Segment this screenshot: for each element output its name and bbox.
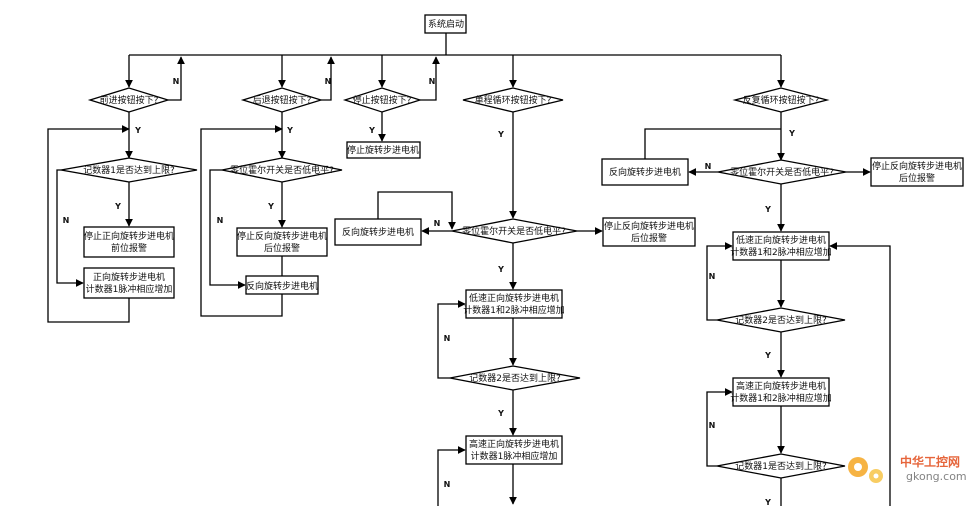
col3-stop-label: 停止旋转步进电机 <box>347 144 419 156</box>
yes-label: Y <box>497 265 504 274</box>
single-loop-decision <box>462 87 564 113</box>
yes-label: Y <box>764 205 771 214</box>
repeat-loop-decision-label: 反复循环按钮按下? <box>743 94 820 106</box>
no-label: N <box>709 272 716 281</box>
no-label: N <box>444 480 451 489</box>
col1-run-box <box>83 267 175 299</box>
no-label: N <box>705 162 712 171</box>
col2-hall-decision <box>221 157 343 183</box>
col5-low-line1: 低速正向旋转步进电机 <box>736 234 826 246</box>
col4-high-line2: 计数器1脉冲相应增加 <box>471 450 558 462</box>
col5-high-line1: 高速正向旋转步进电机 <box>736 380 826 392</box>
col1-run-line2: 计数器1脉冲相应增加 <box>86 283 173 295</box>
col4-low-line1: 低速正向旋转步进电机 <box>469 292 559 304</box>
watermark-url: gkong.com <box>906 470 967 483</box>
col4-alarm-line2: 后位报警 <box>631 232 667 244</box>
yes-label: Y <box>764 351 771 360</box>
no-label: N <box>429 77 436 86</box>
col4-counter2-decision <box>449 365 581 391</box>
col4-alarm-line1: 停止反向旋转步进电机 <box>604 220 694 232</box>
col4-alarm-box <box>602 217 696 247</box>
col2-run-label: 反向旋转步进电机 <box>246 280 318 292</box>
col5-hall-label: 零位霍尔开关是否低电平? <box>730 166 834 178</box>
stop-decision-label: 停止按钮按下? <box>353 94 412 106</box>
col2-hall-label: 零位霍尔开关是否低电平? <box>230 164 334 176</box>
col1-stop-line1: 停止正向旋转步进电机 <box>84 230 174 242</box>
yes-label: Y <box>764 498 771 506</box>
col5-reverse-box <box>601 158 689 186</box>
col5-low-speed-box <box>732 231 830 261</box>
col2-stop-line2: 后位报警 <box>264 242 300 254</box>
col4-high-speed-box <box>465 435 563 465</box>
yes-label: Y <box>134 126 141 135</box>
backward-decision-label: 后退按钮按下? <box>253 94 312 106</box>
no-label: N <box>63 216 70 225</box>
watermark: 中华工控网 gkong.com <box>848 454 967 483</box>
counter1-decision <box>60 157 198 183</box>
yes-label: Y <box>267 202 274 211</box>
col4-counter2-label: 记数器2是否达到上限? <box>469 372 561 384</box>
col4-reverse-box <box>334 218 422 246</box>
col1-counter-label: 记数器1是否达到上限? <box>83 164 175 176</box>
col2-stop-box <box>236 227 328 257</box>
col1-stop-line2: 前位报警 <box>111 242 147 254</box>
repeat-loop-decision <box>732 87 830 113</box>
col4-low-speed-box <box>465 289 563 319</box>
col5-high-line2: 计数器1和2脉冲相应增加 <box>730 392 831 404</box>
col1-stop-box <box>83 226 175 258</box>
no-label: N <box>217 216 224 225</box>
col4-hall-label: 零位霍尔开关是否低电平? <box>462 225 566 237</box>
yes-label: Y <box>368 126 375 135</box>
watermark-name: 中华工控网 <box>900 454 960 469</box>
yes-label: Y <box>286 126 293 135</box>
col5-alarm-line2: 后位报警 <box>899 172 935 184</box>
col3-stop-box <box>346 141 421 159</box>
no-label: N <box>325 77 332 86</box>
col5-alarm-box <box>870 157 964 187</box>
col5-counter2-decision <box>716 307 846 333</box>
col5-alarm-line1: 停止反向旋转步进电机 <box>872 160 962 172</box>
col4-reverse-label: 反向旋转步进电机 <box>342 226 414 238</box>
col5-low-line2: 计数器1和2脉冲相应增加 <box>730 246 831 258</box>
no-label: N <box>173 77 180 86</box>
col5-high-speed-box <box>732 377 830 407</box>
start-label: 系统启动 <box>428 18 464 30</box>
col5-counter1-label: 记数器1是否达到上限? <box>735 460 827 472</box>
col4-high-line1: 高速正向旋转步进电机 <box>469 438 559 450</box>
col2-stop-line1: 停止反向旋转步进电机 <box>237 230 327 242</box>
single-loop-decision-label: 单程循环按钮按下? <box>475 94 552 106</box>
col5-reverse-label: 反向旋转步进电机 <box>609 166 681 178</box>
forward-decision-label: 前进按钮按下? <box>100 94 159 106</box>
gear-icon <box>848 457 883 483</box>
yes-label: Y <box>114 202 121 211</box>
no-label: N <box>709 421 716 430</box>
col5-counter2-label: 记数器2是否达到上限? <box>735 314 827 326</box>
col5-counter1-decision <box>716 453 846 479</box>
yes-label: Y <box>497 130 504 139</box>
yes-label: Y <box>788 129 795 138</box>
col1-run-line1: 正向旋转步进电机 <box>93 271 165 283</box>
yes-label: Y <box>497 409 504 418</box>
no-label: N <box>444 334 451 343</box>
no-label: N <box>434 219 441 228</box>
col4-low-line2: 计数器1和2脉冲相应增加 <box>463 304 564 316</box>
